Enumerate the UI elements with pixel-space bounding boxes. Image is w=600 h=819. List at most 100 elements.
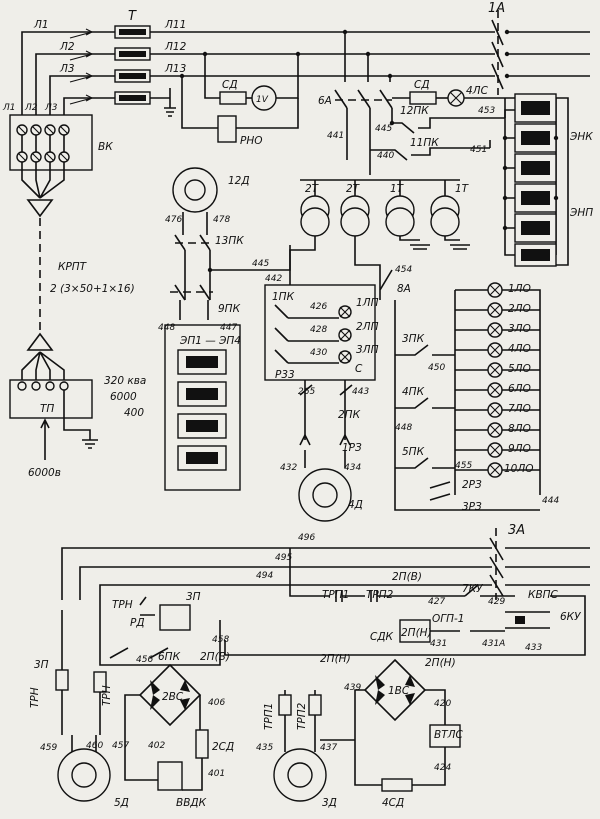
label-n428: 428 [310, 325, 327, 335]
label-lp1: 1ЛП [356, 297, 379, 309]
fuse-block-t [114, 25, 176, 117]
label-vtls: ВТЛС [434, 729, 464, 741]
label-n402: 402 [148, 741, 165, 751]
label-l11: Л11 [164, 19, 186, 31]
label-vs1: 1ВС [388, 685, 410, 697]
label-d12: 12Д [228, 175, 250, 187]
label-n435: 435 [256, 743, 273, 753]
label-pk12: 12ПК [400, 105, 429, 117]
label-n458: 458 [212, 635, 229, 645]
label-n429: 429 [488, 597, 505, 607]
label-ogp1: ОГП-1 [432, 613, 464, 625]
label-trp1b: ТРП1 [263, 703, 275, 730]
label-lo8: 8ЛО [508, 423, 531, 435]
label-n439: 439 [344, 683, 361, 693]
label-pk4: 4ПК [402, 386, 425, 398]
label-n495: 495 [275, 553, 292, 563]
label-trp1: ТРП1 [322, 589, 349, 601]
label-pk3: 3ПК [402, 333, 425, 345]
label-cable: 2 (3×50+1×16) [50, 283, 135, 295]
label-sd2: СД [414, 79, 430, 91]
label-l1: Л1 [33, 19, 49, 31]
label-vk-l2: Л2 [24, 103, 38, 113]
label-pk11: 11ПК [410, 137, 439, 149]
label-n460: 460 [86, 741, 103, 751]
label-a1: 1А [488, 1, 505, 16]
label-r33: Р33 [275, 369, 295, 381]
label-d4: 4Д [348, 499, 363, 511]
label-t2b: 2Т [346, 183, 361, 195]
label-n451: 451 [470, 145, 487, 155]
label-rd: РД [130, 617, 145, 629]
label-lo6: 6ЛО [508, 383, 531, 395]
label-l2: Л2 [59, 41, 75, 53]
label-ep: ЭП1 — ЭП4 [179, 335, 241, 347]
heaters-ep [164, 284, 241, 491]
label-trp2b: ТРП2 [296, 702, 308, 730]
label-n478: 478 [213, 215, 230, 225]
label-n445: 445 [375, 124, 392, 134]
label-a3: 3А [508, 523, 525, 538]
label-lo4: 4ЛО [508, 343, 531, 355]
label-n424: 424 [434, 763, 451, 773]
label-ratio1: 6000 [110, 391, 137, 403]
label-lo1: 1ЛО [508, 283, 531, 295]
motor-5d-group [55, 610, 209, 802]
label-rz2: 2РЗ [462, 479, 482, 491]
label-lo9: 9ЛО [508, 443, 531, 455]
label-v6000: 6000в [28, 467, 61, 479]
label-lo5: 5ЛО [508, 363, 531, 375]
label-vvdk: ВВДК [176, 797, 207, 809]
label-n441: 441 [327, 131, 344, 141]
label-enp: ЭНП [569, 207, 593, 219]
label-a6: 6А [318, 95, 332, 107]
input-arrows [69, 28, 94, 105]
label-sd: СД [222, 79, 238, 91]
label-n444: 444 [542, 496, 559, 506]
label-d3: 3Д [322, 797, 337, 809]
label-n445b: 445 [252, 259, 269, 269]
label-n457: 457 [112, 741, 129, 751]
labels: Л1 Л2 Л3 Т Л11 Л12 Л13 СД 1V РНО 1А 6А С… [2, 1, 593, 809]
motor-3d-group [273, 658, 461, 802]
label-pk6: 6ПК [158, 651, 181, 663]
label-n476: 476 [165, 215, 182, 225]
label-pk13: 13ПК [215, 235, 244, 247]
lamp-panel-lp [264, 284, 376, 410]
label-l3: Л3 [59, 63, 75, 75]
label-n434: 434 [344, 463, 361, 473]
label-c: С [355, 363, 363, 375]
label-n494: 494 [256, 571, 273, 581]
label-rno: РНО [240, 135, 263, 147]
label-n496: 496 [298, 533, 315, 543]
label-n456: 456 [136, 655, 153, 665]
label-p2v: 2П(В) [392, 571, 422, 583]
lamp-bank-lo [394, 282, 541, 511]
label-sd2c: 2СД [212, 741, 234, 753]
label-lamp4ls: 4ЛС [466, 85, 489, 97]
label-p2n: 2П(Н) [320, 653, 351, 665]
label-p2v2: 2П(В) [200, 651, 230, 663]
label-lo10: 10ЛО [504, 463, 534, 475]
distribution-box-vk [9, 114, 93, 218]
label-l12: Л12 [164, 41, 187, 53]
label-rz1: 1РЗ [342, 442, 362, 454]
relay-block-3p [99, 596, 221, 666]
label-n265: 265 [298, 387, 315, 397]
label-n433: 433 [525, 643, 542, 653]
label-n406: 406 [208, 698, 225, 708]
label-ku7: 7КУ [462, 583, 483, 595]
label-krpt: КРПТ [58, 261, 88, 273]
label-trn3: ТРН [101, 685, 113, 706]
label-p2n2: 2П(Н) [425, 657, 456, 669]
label-n426: 426 [310, 302, 327, 312]
label-sd4: 4СД [382, 797, 404, 809]
label-t: Т [128, 9, 137, 24]
label-n401: 401 [208, 769, 225, 779]
label-n453: 453 [478, 106, 495, 116]
label-trp2: ТРП2 [366, 589, 394, 601]
label-lp2: 2ЛП [356, 321, 379, 333]
label-n448: 448 [158, 323, 175, 333]
label-kvps: КВПС [528, 589, 559, 601]
